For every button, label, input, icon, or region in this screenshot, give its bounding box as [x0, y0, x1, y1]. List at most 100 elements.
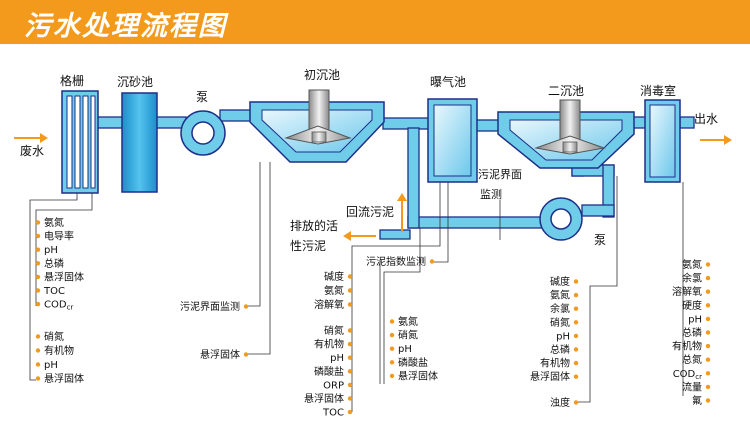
aeration-a-item: 氨氮: [324, 284, 344, 297]
inlet-a-dot: [35, 261, 41, 266]
label-secondary: 二沉池: [548, 84, 584, 98]
page-title: 污水处理流程图: [24, 11, 227, 42]
grit-chamber: [121, 92, 158, 193]
return-dot: [389, 373, 395, 379]
aeration-b-item: 硝氮: [324, 324, 344, 337]
secondary-item: pH: [556, 331, 570, 342]
inlet-b-item: pH: [44, 360, 58, 371]
secondary-item: 悬浮固体: [530, 371, 570, 383]
outlet-dot: [705, 275, 711, 281]
outlet-item: 有机物: [672, 340, 702, 353]
label-discharge-2: 性污泥: [290, 239, 326, 253]
aeration-tank: [427, 98, 478, 183]
secondary-dot: [573, 320, 579, 325]
title-bar: 污水处理流程图: [0, 0, 750, 44]
outlet-item: 溶解氧: [672, 285, 702, 298]
turbidity-item: 浊度: [550, 396, 570, 409]
pipe-outlet: [679, 116, 695, 129]
aeration-b-dot: [347, 369, 353, 374]
inlet-a-dot: [35, 247, 41, 252]
secondary-item: 硝氮: [550, 316, 570, 329]
aeration-b-item: ORP: [323, 380, 344, 391]
aeration-a-dot: [347, 274, 353, 279]
label-return-sludge: 回流污泥: [346, 205, 394, 219]
outlet-item: 余氯: [682, 272, 702, 285]
outlet-dot: [705, 316, 711, 322]
secondary-dot: [573, 347, 579, 352]
inlet-b-item: 悬浮固体: [44, 373, 84, 385]
aeration-b-dot: [347, 396, 353, 401]
outlet-dot: [705, 289, 711, 294]
flow-arrows: [14, 133, 732, 241]
label-discharge-1: 排放的活: [290, 218, 338, 233]
inlet-a-dot: [35, 301, 41, 307]
return-item: pH: [398, 344, 412, 355]
label-pump1: 泵: [196, 90, 208, 104]
aeration-b-item: 悬浮固体: [304, 393, 344, 405]
outlet-item: 硬度: [682, 299, 702, 312]
secondary-dot: [573, 306, 579, 311]
primary-monitor-item: 污泥界面监测: [180, 300, 240, 313]
outlet-item: 流量: [682, 380, 702, 393]
inlet-b-dot: [35, 376, 41, 381]
label-outlet: 出水: [694, 112, 718, 126]
inlet-b-dot: [35, 348, 41, 353]
aeration-b-dot: [347, 409, 353, 415]
secondary-item: 氨氮: [550, 289, 570, 302]
aeration-b-item: pH: [330, 353, 344, 364]
parameter-lists: 氨氮电导率pH总磷悬浮固体TOCCODcr硝氮有机物pH悬浮固体污泥界面监测悬浮…: [35, 216, 711, 419]
return-item: 磷酸盐: [398, 356, 428, 369]
aeration-a-item: 溶解氧: [314, 298, 344, 311]
inlet-b-item: 有机物: [44, 344, 74, 357]
aeration-a-dot: [347, 288, 353, 293]
outlet-dot: [705, 330, 711, 335]
pipe-to-pump2: [581, 204, 615, 217]
outlet-dot: [705, 357, 711, 362]
secondary-item: 总磷: [550, 343, 570, 356]
secondary-item: 余氯: [550, 302, 570, 315]
aeration-b-dot: [347, 341, 353, 347]
grille-unit: [61, 90, 99, 194]
inlet-a-dot: [35, 233, 41, 239]
pipe-return-h: [407, 216, 559, 229]
outlet-dot: [705, 384, 711, 390]
aeration-b-item: 磷酸盐: [314, 365, 344, 378]
outlet-dot: [705, 398, 711, 403]
outlet-item: CODcr: [673, 369, 702, 381]
secondary-dot: [573, 279, 579, 284]
return-dot: [389, 319, 395, 324]
inlet-a-item: 悬浮固体: [44, 271, 84, 283]
inlet-a-item: TOC: [43, 286, 65, 297]
outlet-dot: [705, 371, 711, 376]
connector-lines: [29, 162, 684, 412]
aeration-b-dot: [347, 328, 353, 333]
pump1-icon: [180, 110, 226, 156]
pipe-grille-grit: [96, 116, 124, 129]
outlet-item: 氟: [692, 394, 702, 407]
inlet-b-dot: [35, 362, 41, 367]
secondary-item: 碱度: [550, 275, 570, 288]
outlet-item: 总氮: [682, 353, 702, 366]
sludge-index-item: 污泥指数监测: [366, 255, 426, 268]
inlet-a-item: 电导率: [44, 230, 74, 243]
outlet-item: pH: [688, 314, 702, 325]
inlet-a-item: 氨氮: [44, 216, 64, 229]
return-item: 氨氮: [398, 315, 418, 328]
return-dot: [389, 360, 395, 365]
primary-clarifier: [249, 89, 385, 163]
aeration-b-item: 有机物: [314, 338, 344, 351]
return-dot: [389, 332, 395, 338]
sludge-index-dot: [429, 259, 435, 264]
outlet-dot: [705, 262, 711, 267]
label-sludge-interface-2: 监测: [480, 188, 502, 201]
inlet-b-item: 硝氮: [44, 330, 64, 343]
primary-monitor-dot: [243, 304, 249, 309]
pipe-discharge: [379, 229, 411, 240]
inlet-b-dot: [35, 334, 41, 339]
inlet-a-dot: [35, 288, 41, 293]
inlet-a-item: 总磷: [44, 257, 64, 270]
secondary-dot: [573, 360, 579, 366]
pipe-underflow-v: [602, 164, 615, 218]
label-sludge-interface: 污泥界面: [478, 168, 522, 181]
return-dot: [389, 346, 395, 351]
